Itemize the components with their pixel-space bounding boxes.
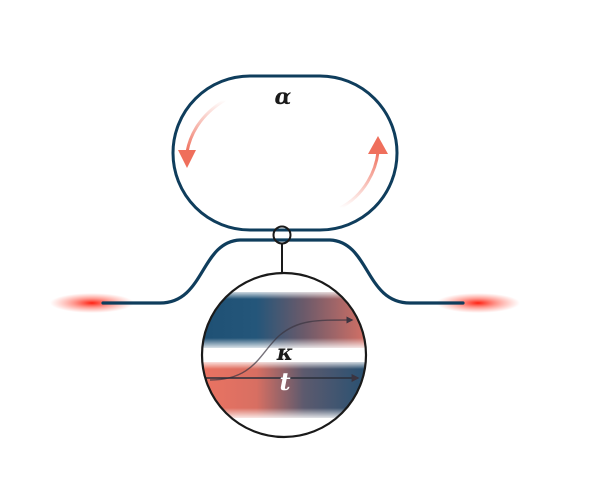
output-light-glow — [436, 293, 520, 313]
circulation-arrow-right — [339, 136, 388, 210]
coupling-inset — [200, 271, 368, 439]
coupling-point-marker — [272, 225, 292, 245]
ring-resonator — [171, 74, 399, 232]
bottom-mode-band — [202, 362, 366, 418]
input-light-glow — [50, 293, 134, 313]
bus-waveguide — [101, 238, 465, 305]
cross-coupling-arrow — [209, 316, 354, 381]
coupling-coefficient-label: κ — [276, 340, 294, 366]
ring-loss-label: α — [275, 84, 292, 110]
transmission-coefficient-label: t — [279, 367, 290, 396]
circulation-arrow-left — [178, 98, 226, 168]
